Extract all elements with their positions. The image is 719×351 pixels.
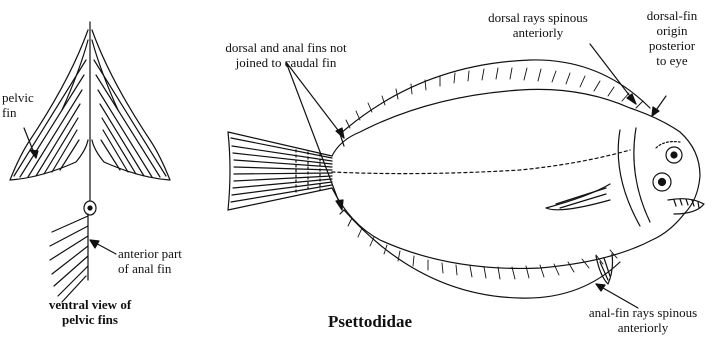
label-dorsal-anal-line2: joined to caudal fin: [186, 55, 386, 70]
label-anal-rays-line1: anal-fin rays spinous: [568, 305, 718, 320]
label-ventral-view-line1: ventral view of: [30, 297, 150, 312]
label-dorsal-rays-spinous: dorsal rays spinous anteriorly: [448, 10, 628, 40]
label-anal-rays-line2: anteriorly: [568, 320, 718, 335]
label-ventral-view-line2: pelvic fins: [30, 312, 150, 327]
label-dorsal-origin-line2: origin: [632, 23, 712, 38]
label-anterior-anal-line1: anterior part: [118, 246, 182, 261]
label-dorsal-anal-not-joined: dorsal and anal fins not joined to cauda…: [186, 40, 386, 70]
label-dorsal-rays-line1: dorsal rays spinous: [448, 10, 628, 25]
family-title: Psettodidae: [300, 314, 440, 329]
label-dorsal-anal-line1: dorsal and anal fins not: [186, 40, 386, 55]
label-dorsal-origin-line1: dorsal-fin: [632, 8, 712, 23]
label-dorsal-origin-line3: posterior: [632, 38, 712, 53]
label-anterior-anal-line2: of anal fin: [118, 261, 182, 276]
label-pelvic-fin: pelvic fin: [2, 90, 34, 120]
label-ventral-view: ventral view of pelvic fins: [30, 297, 150, 327]
label-anterior-anal: anterior part of anal fin: [118, 246, 182, 276]
fish-body-drawing: [228, 44, 704, 308]
label-dorsal-origin-line4: to eye: [632, 53, 712, 68]
label-dorsal-origin: dorsal-fin origin posterior to eye: [632, 8, 712, 68]
label-dorsal-rays-line2: anteriorly: [448, 25, 628, 40]
label-pelvic-fin-line2: fin: [2, 105, 34, 120]
label-anal-rays-spinous: anal-fin rays spinous anteriorly: [568, 305, 718, 335]
label-pelvic-fin-line1: pelvic: [2, 90, 34, 105]
